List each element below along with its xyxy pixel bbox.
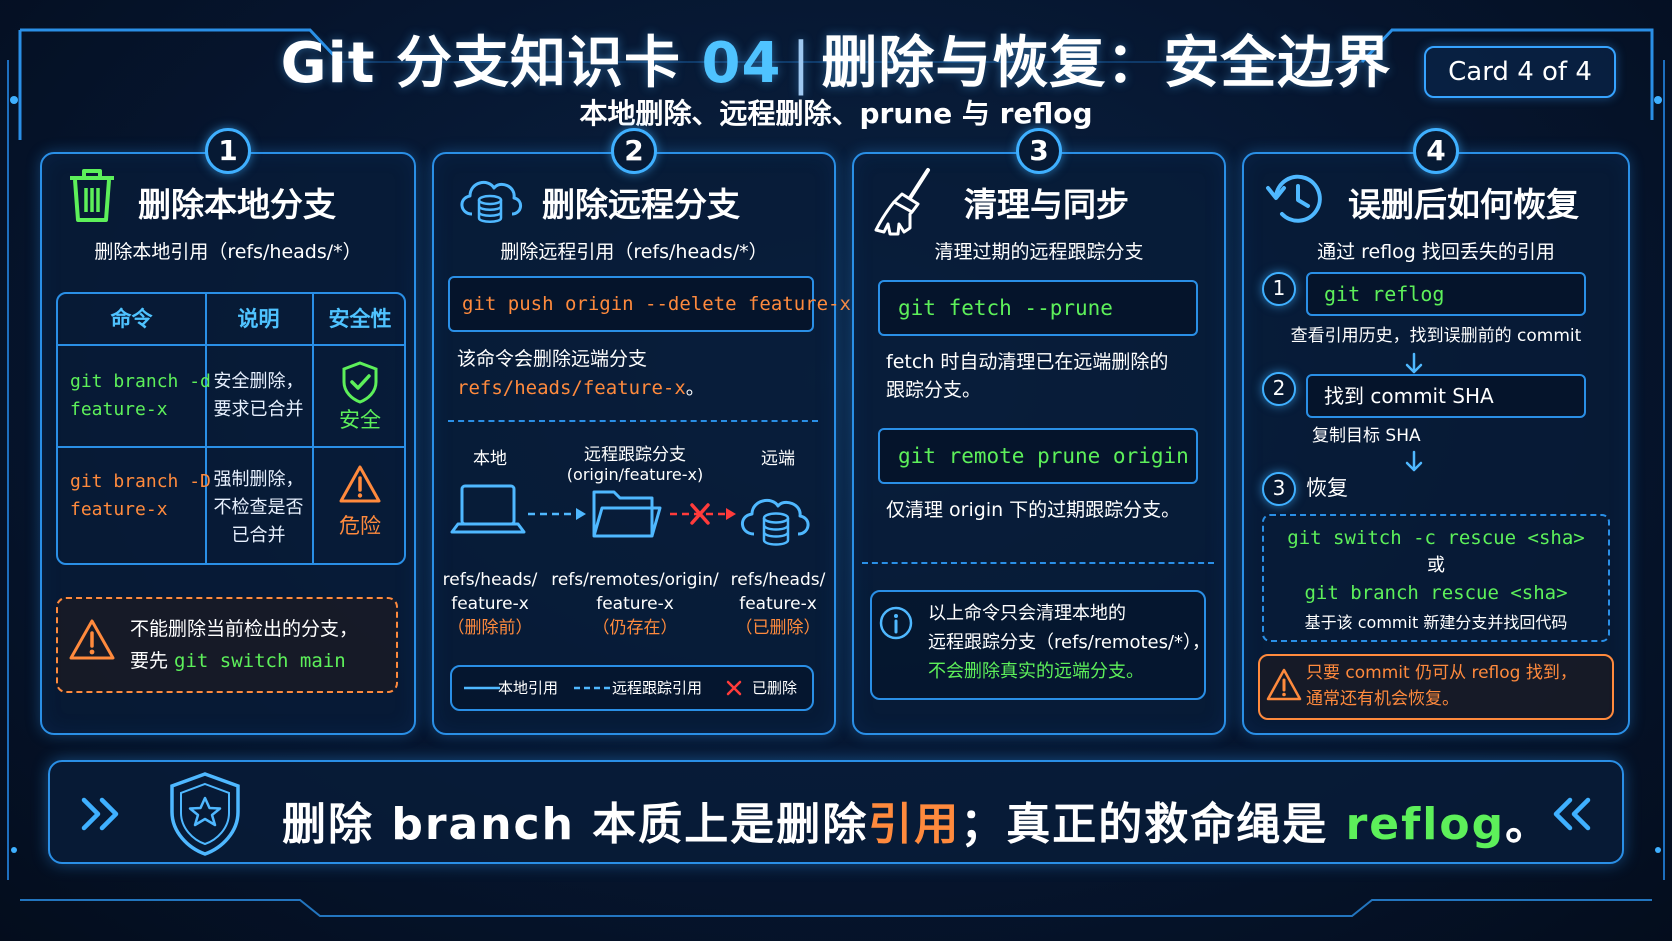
title-prefix: Git 分支知识卡 <box>280 31 702 96</box>
info-line-3: 不会删除真实的远端分支。 <box>928 661 1144 682</box>
diagram-remote-title: 远端 <box>761 449 795 469</box>
step1-description: 查看引用历史，找到误删前的 commit <box>1290 326 1582 346</box>
double-chevron-left-icon <box>1553 797 1591 831</box>
push-delete-command[interactable]: git push origin --delete feature-x <box>448 276 851 332</box>
cloud-database-icon <box>741 498 810 546</box>
folder-icon <box>592 490 662 538</box>
table-row-1-description: 安全删除，要求已合并 <box>213 371 304 420</box>
shield-star-icon <box>170 772 240 856</box>
step-badge-1: 1 <box>205 128 251 174</box>
diagram-local-title: 本地 <box>473 449 507 469</box>
summary-bar <box>48 760 1624 864</box>
recover-command-box <box>1262 514 1610 642</box>
panel1-subtitle: 删除本地引用（refs/heads/*） <box>94 241 362 263</box>
legend-local: 本地引用 <box>498 679 559 697</box>
panel-recover <box>1242 152 1630 735</box>
page-subtitle: 本地删除、远程删除、prune 与 reflog <box>579 97 1093 130</box>
solid-line-legend-icon <box>464 686 500 690</box>
arrow-down-icon <box>1405 352 1423 374</box>
page-title: Git 分支知识卡 04|删除与恢复：安全边界 <box>0 18 1672 99</box>
step-badge-4: 4 <box>1413 128 1459 174</box>
diagram-remote-ref: refs/heads/feature-x（已删除） <box>730 570 826 638</box>
reflog-command[interactable]: git reflog <box>1306 272 1586 316</box>
panel3-desc1-line-1: fetch 时自动清理已在远端删除的 <box>886 351 1169 373</box>
trash-icon <box>70 169 114 222</box>
find-sha-step: 找到 commit SHA <box>1306 374 1586 418</box>
title-suffix: 删除与恢复：安全边界 <box>821 31 1392 96</box>
table-row-2-description: 强制删除，不检查是否已合并 <box>213 469 304 546</box>
divider <box>448 420 818 422</box>
laptop-icon <box>450 484 526 534</box>
arrow-down-icon <box>1405 450 1423 472</box>
recover-step-badge-1: 1 <box>1262 272 1296 306</box>
double-chevron-right-icon <box>81 797 119 831</box>
diagram-tracking-ref: refs/remotes/origin/feature-x（仍存在） <box>551 570 719 638</box>
info-line-1: 以上命令只会清理本地的 <box>928 603 1126 624</box>
reflog-warning-line-1: 只要 commit 仍可从 reflog 找到， <box>1306 663 1577 683</box>
cloud-database-icon <box>460 180 522 223</box>
panel2-subtitle: 删除远程引用（refs/heads/*） <box>500 241 768 263</box>
summary-text: 删除 branch 本质上是删除引用；真正的救命绳是 reflog。 <box>282 799 1552 850</box>
warning-icon <box>69 619 115 660</box>
ref-deletion-diagram <box>450 484 810 546</box>
table-header-command: 命令 <box>110 307 153 331</box>
panel1-title: 删除本地分支 <box>138 185 336 224</box>
current-branch-warning <box>56 597 398 693</box>
warning-line-1: 不能删除当前检出的分支， <box>130 618 359 640</box>
diagram-local-ref: refs/heads/feature-x（删除前） <box>442 570 538 638</box>
info-line-2: 远程跟踪分支（refs/remotes/*）， <box>928 632 1211 653</box>
prune-info-box <box>870 590 1206 700</box>
title-separator: | <box>791 31 812 96</box>
panel3-desc2: 仅清理 origin 下的过期跟踪分支。 <box>886 499 1181 521</box>
branch-rescue-command[interactable]: git branch rescue <sha> <box>1304 582 1568 604</box>
warning-icon <box>1266 668 1302 701</box>
legend-tracking: 远程跟踪引用 <box>612 679 703 697</box>
table-header-safety: 安全性 <box>328 307 392 331</box>
table-header-description: 说明 <box>237 307 280 331</box>
divider <box>862 562 1214 564</box>
dashed-line-legend-icon <box>574 686 610 690</box>
shield-check-icon <box>342 361 378 404</box>
step3-description: 基于该 commit 新建分支并找回代码 <box>1304 613 1568 632</box>
history-clock-icon <box>1266 174 1322 223</box>
step3-label: 恢复 <box>1306 476 1348 500</box>
x-icon <box>726 680 742 696</box>
panel2-desc-line-1: 该命令会删除远端分支 <box>457 348 648 370</box>
legend-deleted: 已删除 <box>752 679 798 697</box>
broom-icon <box>874 168 930 236</box>
reflog-warning-line-2: 通常还有机会恢复。 <box>1306 689 1459 709</box>
warning-icon <box>339 465 381 503</box>
step2-description: 复制目标 SHA <box>1312 426 1421 446</box>
table-row-2-safety: 危险 <box>339 514 381 538</box>
warning-line-2: 要先 git switch main <box>130 650 346 672</box>
info-icon <box>879 606 913 640</box>
remote-prune-command[interactable]: git remote prune origin <box>878 428 1198 484</box>
x-icon <box>690 503 710 525</box>
panel3-desc1-line-2: 跟踪分支。 <box>886 379 982 401</box>
reflog-warning <box>1258 654 1614 720</box>
panel4-subtitle: 通过 reflog 找回丢失的引用 <box>1317 241 1555 263</box>
panel2-title: 删除远程分支 <box>542 185 740 224</box>
panel3-title: 清理与同步 <box>964 185 1129 224</box>
panel2-desc-line-2: refs/heads/feature-x。 <box>457 377 705 399</box>
diagram-tracking-title: 远程跟踪分支(origin/feature-x) <box>566 445 704 484</box>
panel4-title: 误删后如何恢复 <box>1348 185 1579 224</box>
title-number: 04 <box>701 31 782 96</box>
step-badge-2: 2 <box>611 128 657 174</box>
table-row-1-safety: 安全 <box>339 408 381 432</box>
recover-step-badge-3: 3 <box>1262 472 1296 506</box>
card-badge: Card 4 of 4 <box>1424 46 1616 98</box>
or-label: 或 <box>1427 555 1445 576</box>
panel3-subtitle: 清理过期的远程跟踪分支 <box>934 241 1144 263</box>
recover-step-badge-2: 2 <box>1262 372 1296 406</box>
fetch-prune-command[interactable]: git fetch --prune <box>878 280 1198 336</box>
diagram-legend <box>450 665 814 711</box>
switch-rescue-command[interactable]: git switch -c rescue <sha> <box>1287 527 1585 549</box>
panel-delete-remote <box>432 152 836 735</box>
step-badge-3: 3 <box>1016 128 1062 174</box>
